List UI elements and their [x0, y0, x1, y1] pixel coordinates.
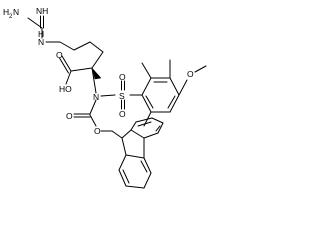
- sulfonyl-oxygen-top-label: O: [119, 72, 126, 82]
- amine-n-label: N: [13, 7, 19, 17]
- guanidine-h-label: H: [38, 29, 44, 39]
- sulfonyl-oxygen-bottom-label: O: [119, 109, 126, 119]
- carbamate-ester-oxygen-label: O: [94, 126, 101, 136]
- atom-label-layer: H 2 N NH H N O HO N S O O O O O: [3, 6, 194, 136]
- chemical-structure-diagram: H 2 N NH H N O HO N S O O O O O: [3, 6, 207, 189]
- hydroxyl-label: HO: [59, 84, 72, 94]
- amine-subscript-label: 2: [9, 14, 13, 20]
- guanidine-n-label: N: [38, 37, 44, 47]
- imine-nh-label: NH: [36, 6, 48, 16]
- stereo-wedge-bond: [91, 67, 102, 80]
- molecule-drawing: H 2 N NH H N O HO N S O O O O O: [3, 6, 207, 189]
- bond-layer: [27, 15, 207, 189]
- methoxy-oxygen-label: O: [187, 69, 194, 79]
- sulfur-label: S: [119, 91, 125, 101]
- amine-h-label: H: [3, 7, 9, 17]
- sulfonamide-n-label: N: [93, 92, 99, 102]
- carbonyl-oxygen-label: O: [56, 50, 63, 60]
- carbamate-carbonyl-oxygen-label: O: [66, 111, 73, 121]
